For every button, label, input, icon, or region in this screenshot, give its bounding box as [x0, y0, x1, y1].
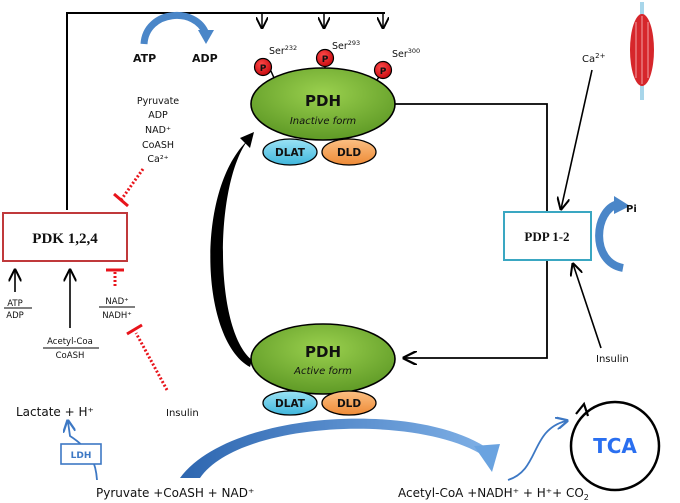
svg-text:CoASH: CoASH [56, 351, 85, 361]
activator-ca: Ca²⁺ [147, 154, 168, 165]
pdp-insulin-label: Insulin [596, 354, 629, 365]
pdk-activator-list: Pyruvate ADP NAD⁺ CoASH Ca²⁺ [137, 96, 179, 165]
svg-text:Ser293: Ser293 [332, 39, 360, 52]
pdh-inactive-title: PDH [305, 92, 341, 110]
pdk-box[interactable] [2, 212, 128, 262]
phospho-site-300: P Ser300 [373, 47, 420, 80]
pi-label: Pi [626, 204, 637, 215]
ratio-acetylcoa-coash: Acetyl-Coa CoASH [43, 337, 99, 361]
phospho-site-232: P Ser232 [253, 44, 297, 77]
pdp-box[interactable] [503, 211, 592, 261]
pdk-activators-inhibit-line [113, 168, 145, 208]
svg-text:DLD: DLD [337, 398, 361, 410]
atp-label: ATP [133, 52, 156, 65]
svg-text:DLD: DLD [337, 147, 361, 159]
pdh-interconversion-arrow [210, 132, 254, 367]
muscle-icon [630, 2, 654, 100]
pdh-reaction-arrow [180, 418, 500, 478]
nad-inhibit-line [106, 268, 124, 288]
svg-text:P: P [380, 67, 387, 77]
svg-text:DLAT: DLAT [275, 147, 306, 159]
ldh-box[interactable] [60, 443, 102, 465]
activator-nad: NAD⁺ [145, 125, 171, 136]
lactate-label: Lactate + H⁺ [16, 405, 94, 419]
svg-text:P: P [322, 55, 329, 65]
pdh-inactive[interactable]: PDH Inactive form DLAT DLD [250, 66, 396, 166]
phospho-site-293: P Ser293 [315, 39, 360, 68]
activator-pyruvate: Pyruvate [137, 96, 179, 107]
pi-release-arrow [595, 196, 630, 272]
pdk-to-pdh-connector [66, 12, 385, 210]
reaction-products: Acetyl-CoA +NADH⁺ + H⁺+ CO2 [398, 486, 589, 502]
pdh-active-subtitle: Active form [293, 366, 352, 377]
insulin-inhibit-line [126, 323, 169, 391]
dld-subunit-active [321, 390, 377, 416]
svg-text:DLAT: DLAT [275, 398, 306, 410]
pdh-active[interactable]: PDH Active form DLAT DLD [250, 323, 396, 416]
svg-text:Ser232: Ser232 [269, 44, 297, 57]
svg-text:NAD⁺: NAD⁺ [105, 297, 128, 307]
pdk-label: PDK 1,2,4 [32, 231, 98, 247]
activator-adp: ADP [148, 110, 168, 121]
tca-label: TCA [593, 434, 637, 458]
reaction-substrates: Pyruvate +CoASH + NAD⁺ [96, 486, 254, 500]
ratio-atp-adp: ATP ADP [4, 299, 32, 321]
dld-subunit-inactive [321, 138, 377, 166]
svg-text:Acetyl-Coa: Acetyl-Coa [47, 337, 93, 347]
pdp-ca-label: Ca2+ [582, 52, 606, 65]
dlat-subunit-active [262, 390, 318, 416]
insulin-arrow [573, 264, 602, 349]
pdp-label: PDP 1-2 [524, 229, 569, 244]
ldh-label: LDH [71, 451, 92, 461]
svg-text:NADH⁺: NADH⁺ [102, 311, 132, 321]
activator-coash: CoASH [142, 140, 174, 151]
to-tca-arrow [507, 421, 566, 481]
pdh-inactive-subtitle: Inactive form [290, 116, 357, 127]
svg-text:ADP: ADP [6, 311, 24, 321]
svg-text:ATP: ATP [7, 299, 22, 309]
svg-text:P: P [260, 64, 267, 74]
ca-arrow [561, 69, 593, 209]
pdh-active-title: PDH [305, 343, 341, 361]
tca-cycle[interactable]: TCA [569, 400, 661, 492]
pdk-insulin-label: Insulin [166, 408, 199, 419]
dlat-subunit-inactive [262, 138, 318, 166]
svg-text:Ser300: Ser300 [392, 47, 420, 60]
atp-adp-arrow [140, 11, 214, 45]
ratio-nad-nadh: NAD⁺ NADH⁺ [99, 297, 135, 321]
adp-label: ADP [192, 52, 218, 65]
